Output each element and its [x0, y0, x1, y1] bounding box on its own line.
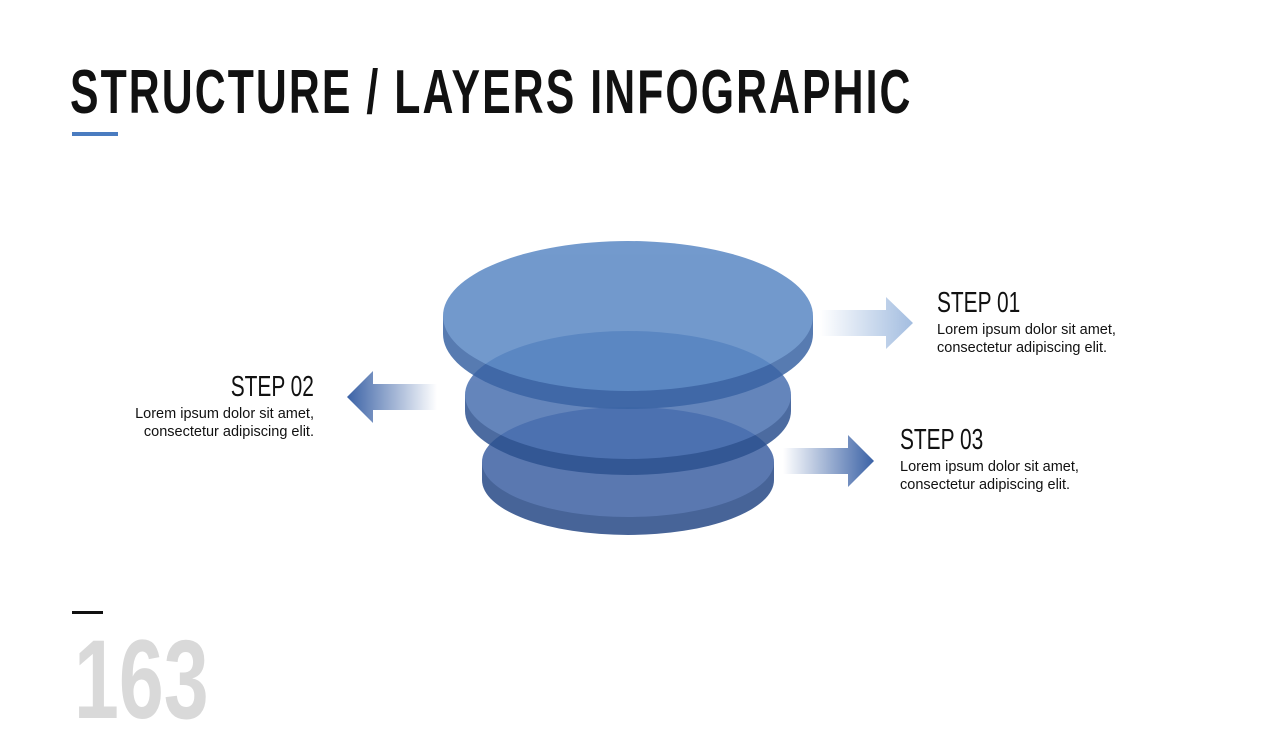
- page-title: STRUCTURE / LAYERS INFOGRAPHIC: [70, 58, 913, 127]
- page-number-dash: [72, 611, 103, 614]
- step-01: STEP 01 Lorem ipsum dolor sit amet, conse…: [937, 287, 1116, 357]
- step-01-text-2: consectetur adipiscing elit.: [937, 340, 1108, 356]
- step-02-text-1: Lorem ipsum dolor sit amet,: [135, 406, 314, 422]
- step-02-text-2: consectetur adipiscing elit.: [143, 424, 314, 440]
- layers-diagram: [347, 241, 913, 535]
- page-number: 163: [74, 617, 209, 742]
- arrow-left-step-02: [347, 371, 437, 423]
- layer-disk-1: [443, 241, 813, 409]
- step-03-text-1: Lorem ipsum dolor sit amet,: [900, 459, 1079, 475]
- step-02-label: STEP 02: [230, 371, 314, 403]
- arrow-right-step-03: [783, 435, 874, 487]
- title-underline: [72, 132, 118, 136]
- step-01-text-1: Lorem ipsum dolor sit amet,: [937, 322, 1116, 338]
- step-03-text-2: consectetur adipiscing elit.: [900, 477, 1071, 493]
- step-03-label: STEP 03: [900, 424, 984, 456]
- step-02: STEP 02 Lorem ipsum dolor sit amet, conse…: [135, 371, 314, 441]
- step-01-label: STEP 01: [937, 287, 1021, 319]
- step-03: STEP 03 Lorem ipsum dolor sit amet, conse…: [900, 424, 1079, 494]
- arrow-right-step-01: [820, 297, 913, 349]
